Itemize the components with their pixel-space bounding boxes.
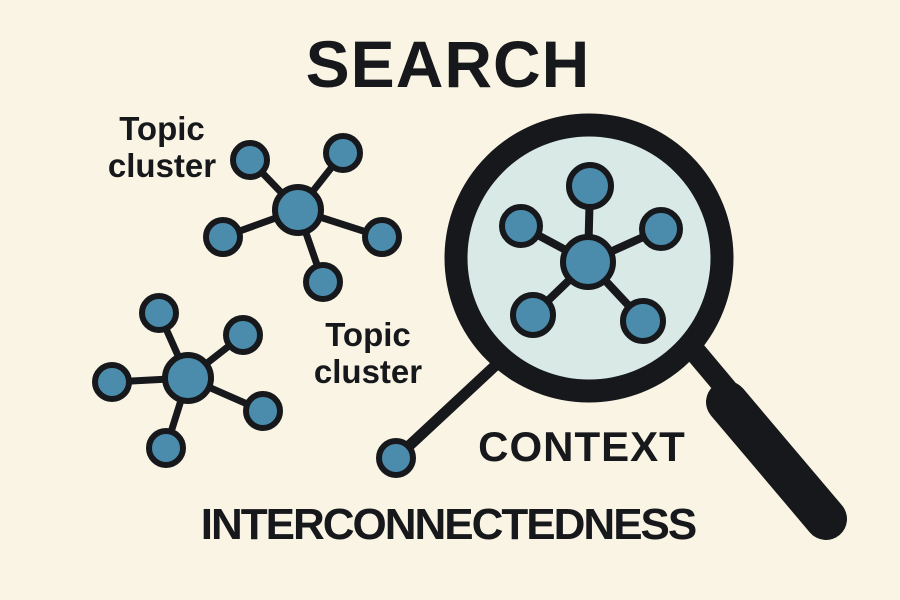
topic-cluster-2-label-line2: cluster	[313, 353, 423, 390]
topic-cluster-1-icon	[203, 133, 402, 302]
cluster2-center-node	[162, 352, 214, 404]
cluster1-center-node	[272, 184, 324, 236]
magnifier-icon	[390, 113, 847, 540]
cluster2-satellite-node	[243, 391, 283, 431]
cluster1-satellite-node	[303, 262, 343, 302]
magnified-satellite-node	[620, 298, 666, 344]
cluster2-satellite-node	[223, 315, 263, 355]
topic-cluster-2-label: Topic cluster	[314, 316, 422, 390]
cluster1-satellite-node	[323, 133, 363, 173]
topic-cluster-2-icon	[92, 293, 283, 468]
cluster2-satellite-node	[92, 362, 132, 402]
magnifier-handle	[706, 381, 847, 540]
page-title: SEARCH	[305, 27, 591, 101]
cluster2-satellite-node	[139, 293, 179, 333]
cluster1-satellite-node	[230, 140, 270, 180]
magnified-satellite-node	[639, 207, 683, 251]
magnified-center-node	[560, 234, 616, 290]
cluster1-satellite-node	[203, 217, 243, 257]
magnified-satellite-node	[566, 162, 614, 210]
magnified-satellite-node	[510, 292, 556, 338]
interconnectedness-label: INTERCONNECTEDNESS	[200, 500, 697, 549]
outside-node-icon	[376, 438, 416, 478]
topic-cluster-1-label: Topic cluster	[108, 110, 216, 184]
topic-cluster-1-label-line2: cluster	[107, 147, 217, 184]
interconnection-line	[390, 344, 518, 464]
cluster1-satellite-node	[362, 217, 402, 257]
magnified-cluster-icon	[499, 162, 683, 344]
topic-cluster-1-label-line1: Topic	[119, 110, 205, 147]
magnified-satellite-node	[499, 204, 543, 248]
cluster2-satellite-node	[146, 428, 186, 468]
context-label: CONTEXT	[478, 423, 686, 470]
topic-cluster-2-label-line1: Topic	[325, 316, 411, 353]
